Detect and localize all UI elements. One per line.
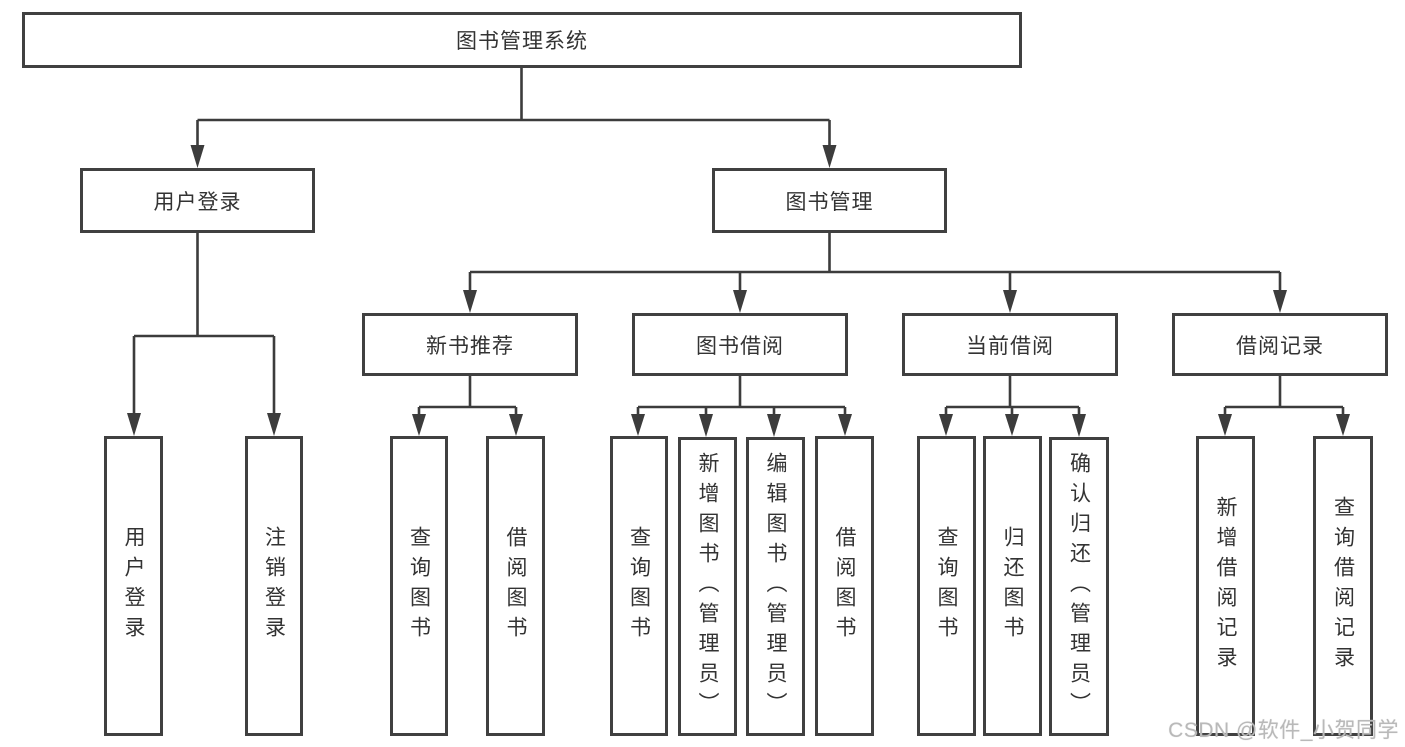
node-query-books: 查询图书 [390, 436, 448, 736]
node-borrowing-records: 借阅记录 [1172, 313, 1388, 376]
node-label: 注销登录 [262, 526, 286, 646]
node-return-books: 归还图书 [983, 436, 1042, 736]
connector-borrow-record [1223, 376, 1345, 420]
node-label: 新书推荐 [426, 334, 514, 358]
node-query-books: 查询图书 [917, 436, 976, 736]
node-label: 查询图书 [407, 526, 431, 646]
node-label: 图书管理 [785, 190, 874, 214]
node-current-borrowing: 当前借阅 [902, 313, 1118, 376]
node-borrow-books: 借阅图书 [815, 436, 874, 736]
connector-book-borrow [636, 376, 847, 420]
connector-user-login [132, 233, 276, 418]
connector-root [196, 68, 831, 150]
node-label: 确认归还（管理员） [1067, 451, 1091, 722]
node-label: 当前借阅 [966, 334, 1054, 358]
node-book-borrowing: 图书借阅 [632, 313, 848, 376]
node-label: 归还图书 [1001, 526, 1024, 646]
node-add-borrow-record: 新增借阅记录 [1196, 436, 1255, 736]
node-query-borrow-record: 查询借阅记录 [1313, 436, 1373, 736]
node-label: 新增借阅记录 [1214, 496, 1237, 676]
node-label: 查询借阅记录 [1331, 496, 1355, 676]
node-library-management-system: 图书管理系统 [22, 12, 1022, 68]
node-label: 借阅记录 [1236, 334, 1324, 358]
connector-new-book [417, 376, 518, 420]
node-book-management-branch: 图书管理 [712, 168, 947, 233]
node-label: 查询图书 [935, 526, 958, 646]
node-confirm-return-admin: 确认归还（管理员） [1049, 437, 1109, 736]
node-query-books: 查询图书 [610, 436, 668, 736]
node-label: 用户登录 [122, 526, 145, 646]
node-label: 查询图书 [627, 526, 651, 646]
node-user-login-branch: 用户登录 [80, 168, 315, 233]
node-label: 图书借阅 [696, 334, 784, 358]
node-label: 图书管理系统 [456, 30, 588, 53]
node-edit-book-admin: 编辑图书（管理员） [746, 437, 805, 736]
node-label: 借阅图书 [504, 526, 527, 646]
node-borrow-books: 借阅图书 [486, 436, 545, 736]
node-new-book-recommendation: 新书推荐 [362, 313, 578, 376]
csdn-watermark: CSDN @软件_小贺同学 [1168, 719, 1399, 742]
node-label: 用户登录 [153, 190, 242, 214]
node-add-book-admin: 新增图书（管理员） [678, 437, 737, 736]
connector-book-mgmt [468, 233, 1282, 296]
node-label: 新增图书（管理员） [696, 451, 719, 722]
node-user-login: 用户登录 [104, 436, 163, 736]
node-label: 借阅图书 [833, 526, 856, 646]
node-logout: 注销登录 [245, 436, 303, 736]
connector-current-borrow [944, 376, 1081, 420]
node-label: 编辑图书（管理员） [764, 451, 787, 722]
